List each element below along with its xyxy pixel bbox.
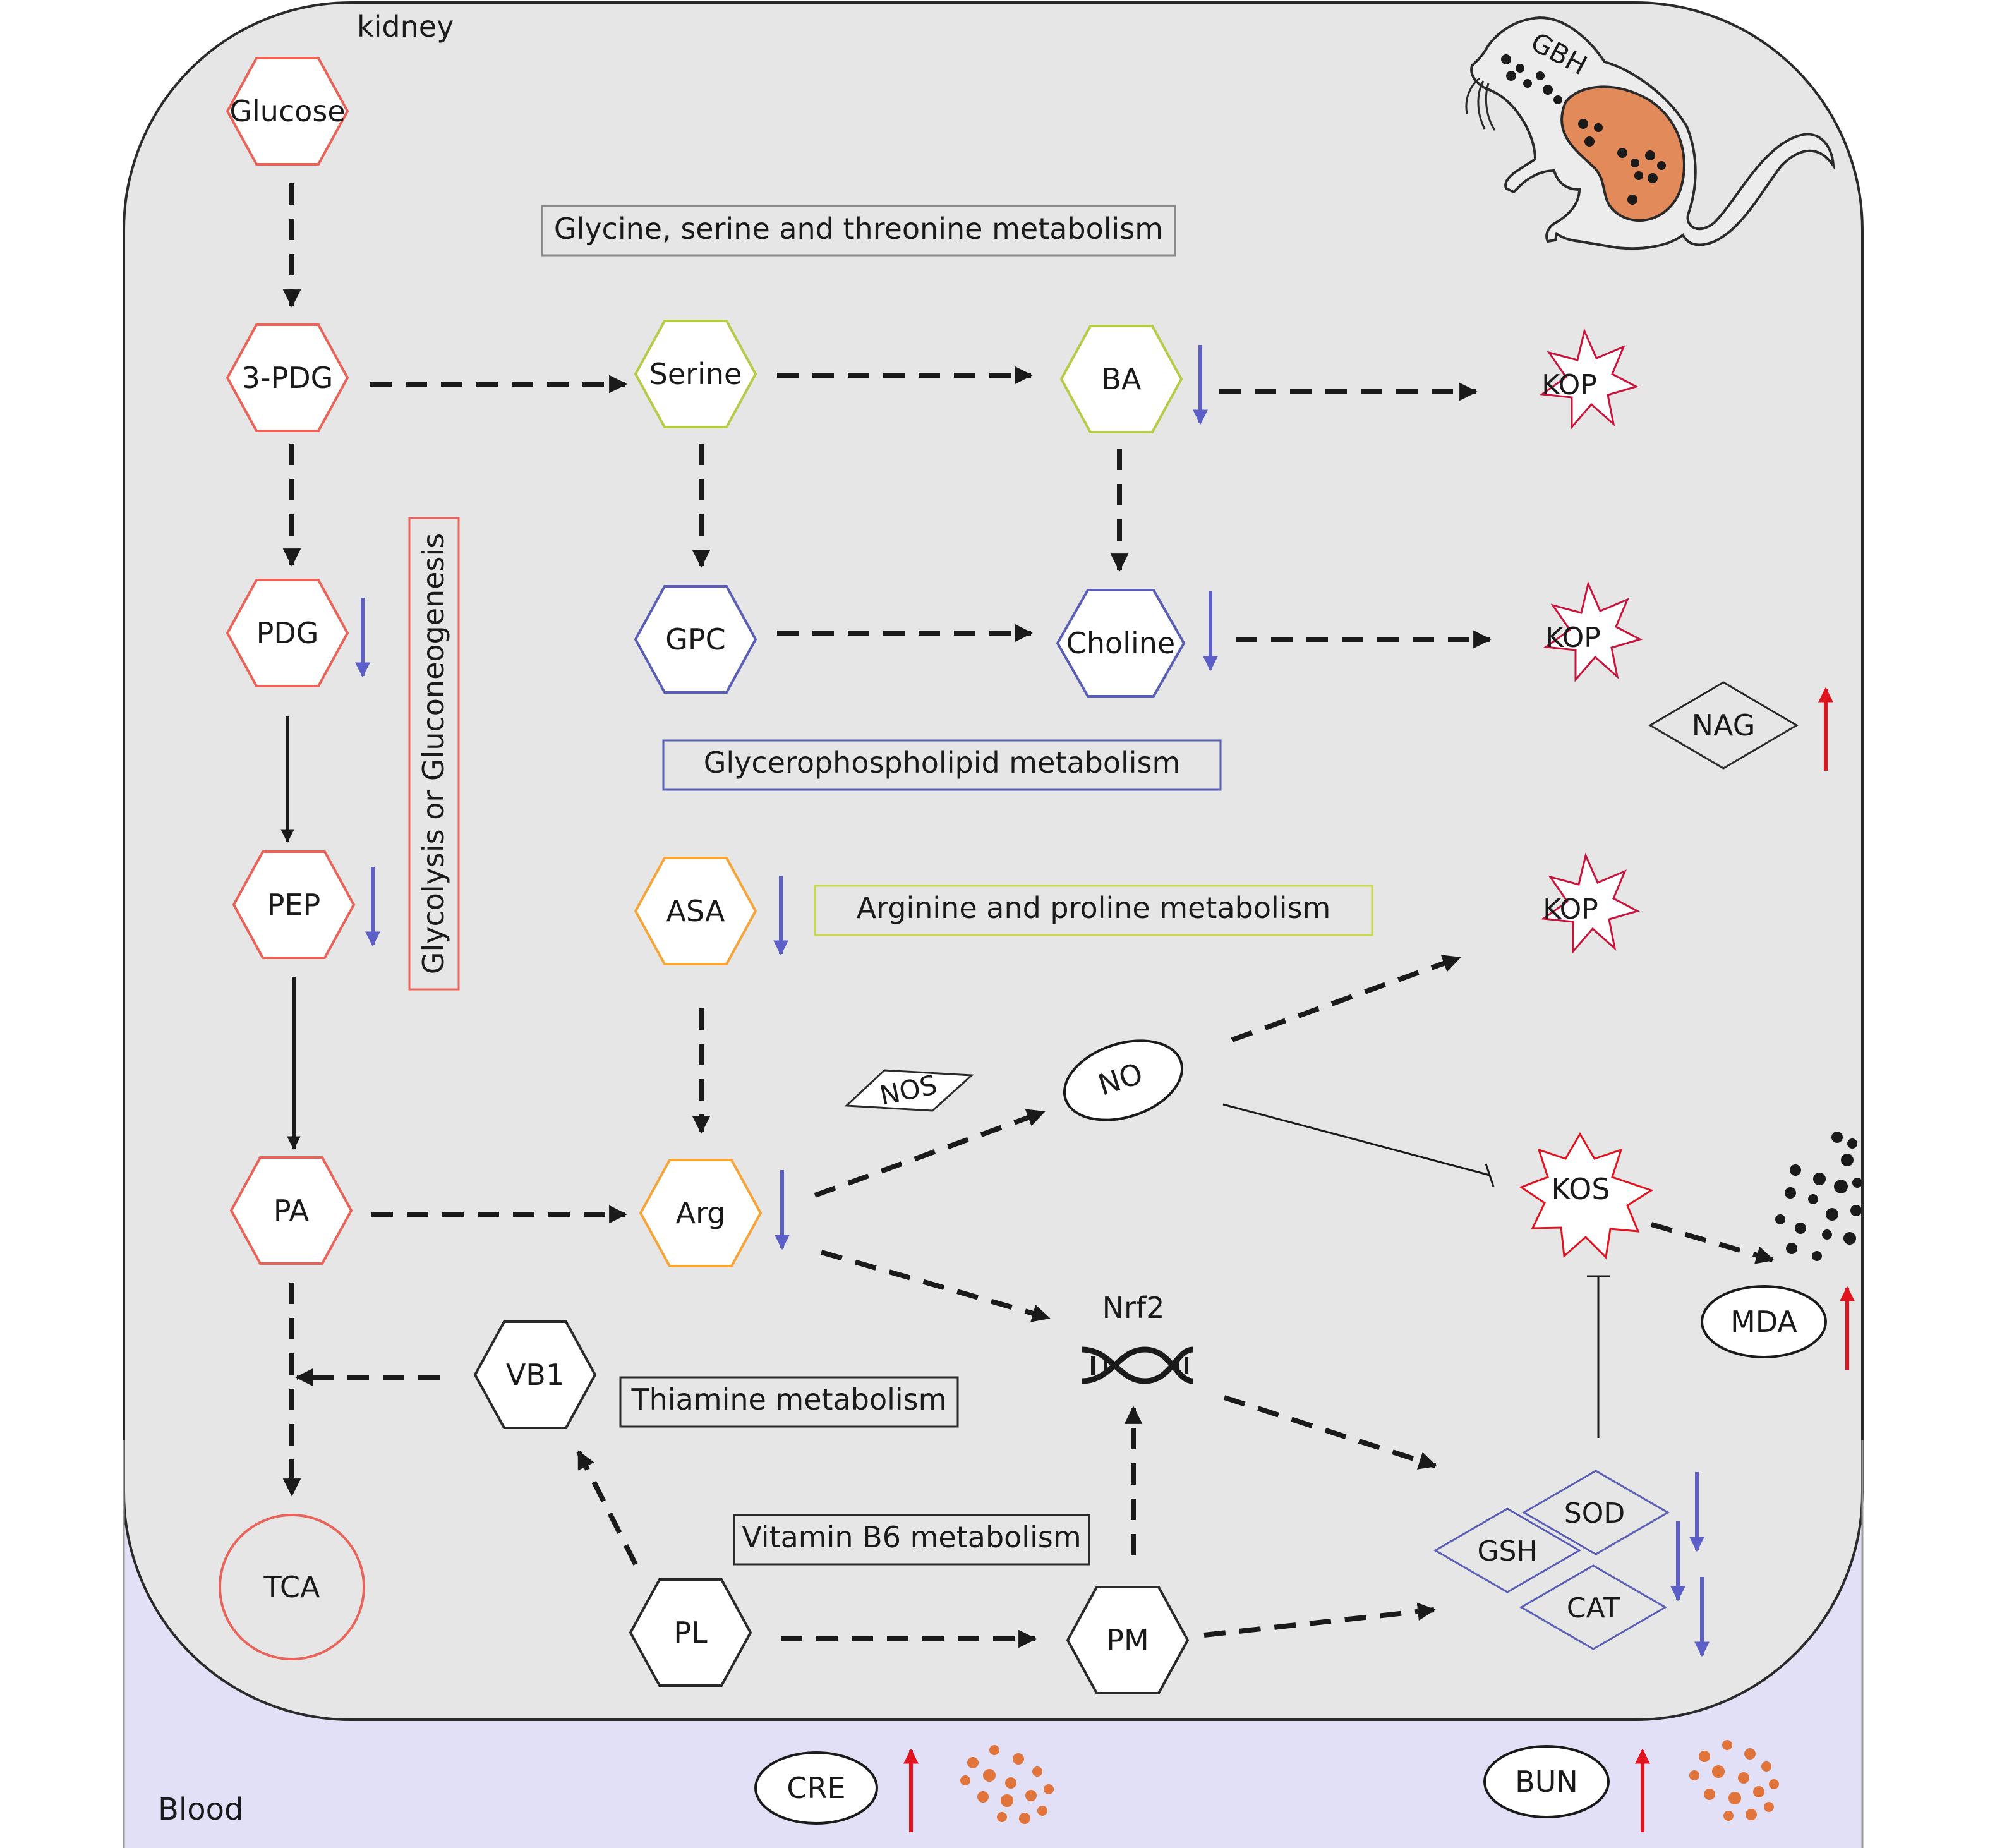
svg-text:Glucose: Glucose	[229, 94, 345, 128]
ros-particles	[1775, 1132, 1862, 1261]
kop-marker-1: KOP	[1539, 328, 1639, 430]
thiamine-pathway-box: Thiamine metabolism	[619, 1376, 959, 1428]
sod-marker: SOD	[1522, 1470, 1670, 1555]
glucose-node: Glucose	[226, 57, 349, 166]
ba-node: BA	[1059, 325, 1183, 433]
svg-text:SOD: SOD	[1564, 1497, 1625, 1530]
pa-node: PA	[229, 1156, 353, 1265]
svg-text:Serine: Serine	[649, 357, 742, 391]
pm-node: PM	[1066, 1586, 1190, 1694]
nag-marker: NAG	[1648, 681, 1799, 770]
kos-marker: KOS	[1519, 1132, 1654, 1260]
gbh-particles	[1501, 54, 1666, 205]
svg-text:KOS: KOS	[1551, 1172, 1610, 1206]
pdg-node: PDG	[226, 579, 349, 687]
svg-text:PA: PA	[274, 1193, 310, 1228]
svg-text:PM: PM	[1106, 1623, 1149, 1657]
vitb6-pathway-label: Vitamin B6 metabolism	[742, 1520, 1081, 1554]
arrow-nrf2-antioxidants	[1223, 1395, 1437, 1470]
arrow-arg-nrf2	[820, 1250, 1051, 1322]
svg-text:GPC: GPC	[665, 622, 726, 656]
rat-illustration: GBH	[1465, 16, 1835, 250]
glycolysis-pathway-label: Glycolysis or Gluconeogenesis	[416, 533, 450, 974]
arginine-pathway-box: Arginine and proline metabolism	[814, 885, 1373, 936]
thiamine-pathway-label: Thiamine metabolism	[631, 1382, 947, 1416]
arg-node: Arg	[639, 1159, 763, 1267]
svg-text:CRE: CRE	[787, 1771, 845, 1805]
arrow-arg-no	[814, 1109, 1046, 1198]
rat-whisker-1	[1477, 80, 1486, 130]
svg-text:VB1: VB1	[506, 1358, 564, 1392]
nrf2-node: Nrf2	[1081, 1291, 1193, 1384]
svg-text:BUN: BUN	[1515, 1765, 1578, 1799]
3pdg-node: 3-PDG	[226, 323, 349, 432]
pep-node: PEP	[232, 850, 356, 959]
glycine-pathway-label: Glycine, serine and threonine metabolism	[554, 212, 1163, 246]
arginine-pathway-label: Arginine and proline metabolism	[857, 891, 1331, 925]
cre-marker: CRE	[754, 1751, 878, 1825]
decrease-arrows	[355, 345, 1710, 1657]
serine-node: Serine	[634, 320, 757, 428]
gpc-node: GPC	[634, 585, 757, 694]
glycero-pathway-label: Glycerophospholipid metabolism	[704, 746, 1181, 780]
vb1-node: VB1	[473, 1320, 597, 1429]
inhibit-no-kos	[1222, 1103, 1490, 1176]
svg-text:TCA: TCA	[263, 1570, 321, 1604]
rat-whisker-3	[1465, 77, 1480, 114]
svg-text:CAT: CAT	[1567, 1592, 1620, 1624]
vitb6-pathway-box: Vitamin B6 metabolism	[733, 1514, 1090, 1566]
inhibition-lines	[1222, 1103, 1610, 1438]
svg-text:GSH: GSH	[1477, 1535, 1537, 1567]
glycero-pathway-box: Glycerophospholipid metabolism	[662, 739, 1222, 791]
arrow-pm-antioxidants	[1203, 1602, 1436, 1638]
nos-node: NOS	[844, 1069, 974, 1112]
svg-text:Choline: Choline	[1066, 626, 1175, 660]
bun-particles	[1689, 1740, 1779, 1821]
svg-text:KOP: KOP	[1543, 893, 1598, 926]
svg-text:PDG: PDG	[256, 616, 319, 650]
glycolysis-pathway-box: Glycolysis or Gluconeogenesis	[408, 517, 460, 991]
gsh-marker: GSH	[1433, 1507, 1581, 1593]
svg-text:MDA: MDA	[1730, 1305, 1797, 1339]
blood-label: Blood	[158, 1792, 243, 1827]
kop-marker-2: KOP	[1543, 581, 1643, 683]
arrow-no-kop	[1231, 955, 1461, 1042]
cre-particles	[960, 1745, 1054, 1824]
svg-text:ASA: ASA	[666, 894, 726, 928]
rat-whisker-2	[1485, 83, 1496, 131]
no-node: NO	[1063, 1039, 1184, 1121]
flow-arrows	[282, 183, 1775, 1648]
cat-marker: CAT	[1519, 1564, 1667, 1650]
arrow-pl-vb1	[576, 1450, 638, 1566]
dna-icon	[1081, 1346, 1193, 1384]
svg-text:KOP: KOP	[1541, 369, 1597, 401]
svg-text:BA: BA	[1101, 362, 1142, 396]
solid-arrows	[280, 716, 301, 1150]
kop-marker-3: KOP	[1540, 852, 1640, 955]
asa-node: ASA	[634, 857, 757, 965]
svg-text:Nrf2: Nrf2	[1102, 1291, 1165, 1325]
svg-text:NAG: NAG	[1692, 708, 1756, 742]
kidney-label: kidney	[357, 9, 454, 44]
tca-node: TCA	[219, 1514, 365, 1660]
mda-marker: MDA	[1701, 1285, 1827, 1358]
arrow-kos-mda	[1650, 1222, 1775, 1264]
svg-text:Arg: Arg	[676, 1196, 726, 1230]
bun-marker: BUN	[1483, 1745, 1610, 1818]
svg-text:PL: PL	[673, 1615, 708, 1650]
increase-arrows	[903, 687, 1855, 1832]
glycine-pathway-box: Glycine, serine and threonine metabolism	[541, 205, 1176, 257]
svg-text:3-PDG: 3-PDG	[242, 361, 334, 395]
kidney-compartment	[123, 1, 1864, 1721]
svg-text:KOP: KOP	[1545, 622, 1601, 654]
choline-node: Choline	[1056, 589, 1186, 698]
pl-node: PL	[629, 1578, 752, 1687]
svg-text:PEP: PEP	[267, 888, 321, 922]
